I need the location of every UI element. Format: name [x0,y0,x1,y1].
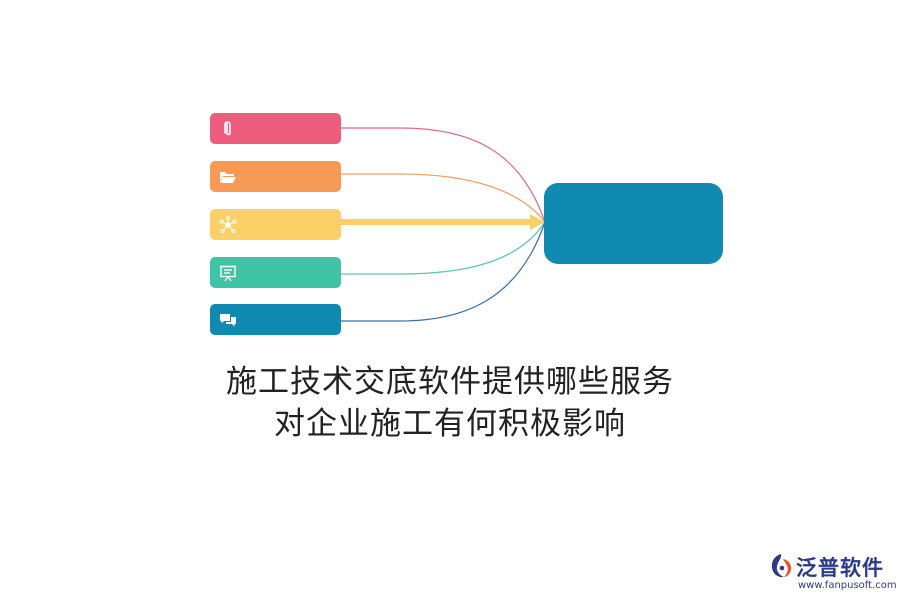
page-title-line-1: 施工技术交底软件提供哪些服务 [226,364,674,400]
branch-node-3 [210,209,341,240]
connector-line-4 [341,221,546,275]
central-hub-node [544,183,723,264]
branch-node-5 [210,304,341,335]
page-title-line-2: 对企业施工有何积极影响 [274,406,626,442]
chat-bubbles-icon [220,314,236,327]
brand-watermark: 泛普软件 www.fanpusoft.com [768,550,897,594]
connector-line-2 [341,173,546,223]
connector-line-1 [341,127,546,223]
paperclip-icon [224,121,231,136]
branch-node-1 [210,113,341,144]
presentation-icon [220,265,236,282]
fanpu-logo-icon [771,554,792,578]
connector-arrow-3 [341,214,545,230]
network-icon [219,215,237,234]
folder-icon [220,172,236,183]
branch-node-4 [210,257,341,288]
brand-url: www.fanpusoft.com [798,580,897,591]
brand-name: 泛普软件 [796,556,884,580]
branch-node-2 [210,161,341,192]
connector-line-5 [341,221,546,322]
